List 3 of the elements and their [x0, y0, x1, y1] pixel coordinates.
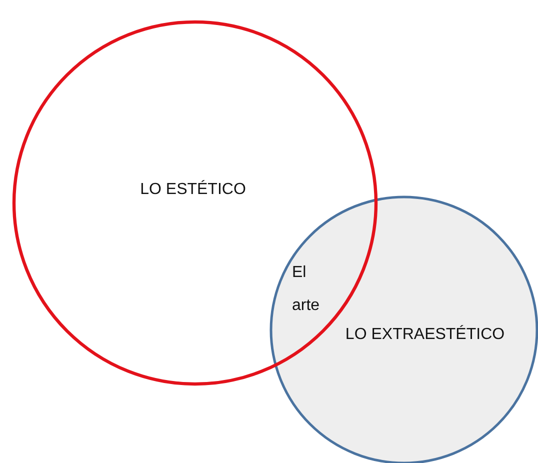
set-label: LO EXTRAESTÉTICO: [345, 326, 505, 344]
set-label: LO ESTÉTICO: [140, 181, 246, 199]
intersection-label: El arte: [292, 263, 321, 316]
